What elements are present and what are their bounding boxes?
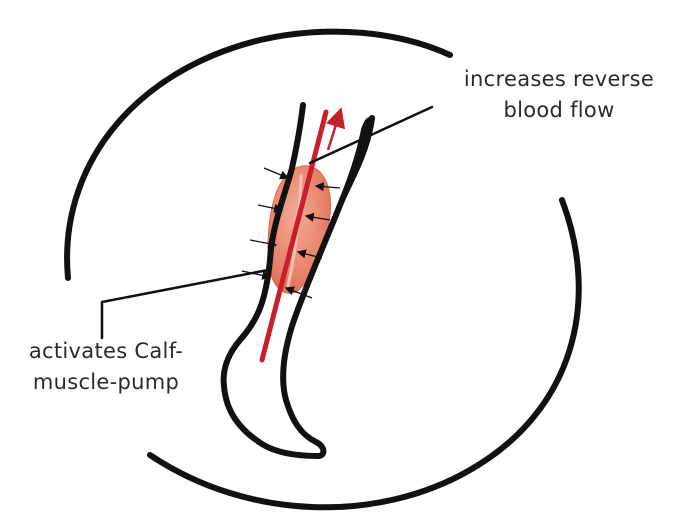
- label-calf-muscle-pump-line2: muscle-pump: [6, 367, 206, 398]
- label-reverse-blood-flow-line1: increases reverse: [444, 64, 674, 95]
- label-reverse-blood-flow-line2: blood flow: [444, 95, 674, 126]
- label-calf-muscle-pump: activates Calf- muscle-pump: [6, 336, 206, 398]
- frame-arc-bottom: [150, 200, 579, 507]
- label-reverse-blood-flow: increases reverse blood flow: [444, 64, 674, 126]
- callout-line-calf-pump: [102, 270, 268, 338]
- label-calf-muscle-pump-line1: activates Calf-: [6, 336, 206, 367]
- blood-flow-arrow: [328, 112, 340, 150]
